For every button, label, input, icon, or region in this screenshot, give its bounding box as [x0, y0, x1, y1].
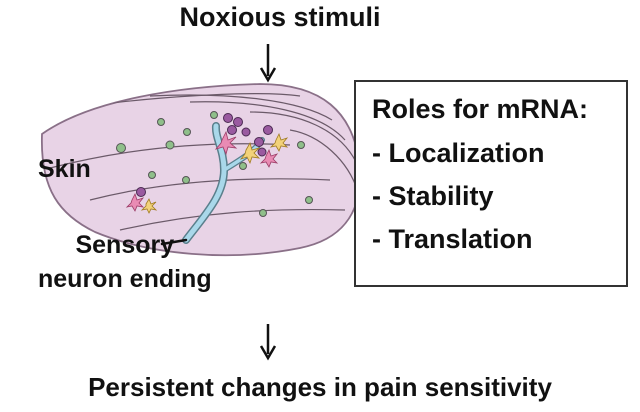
- role-item-stability: - Stability: [372, 181, 494, 211]
- sensory-label-line1: Sensory: [75, 231, 175, 259]
- sensory-label-line2: neuron ending: [38, 265, 212, 293]
- role-item-translation: - Translation: [372, 224, 533, 254]
- arrow-down-icon: [259, 44, 277, 83]
- sensory-neuron-label: Sensory neuron ending: [38, 228, 212, 296]
- cell-dots: [116, 111, 313, 217]
- bottom-caption: Persistent changes in pain sensitivity: [88, 372, 552, 402]
- title: Noxious stimuli: [179, 2, 381, 32]
- mrna-granules: [136, 113, 273, 197]
- stimulus-spark-icons: [125, 130, 289, 214]
- roles-box: Roles for mRNA: - Localization - Stabili…: [354, 80, 628, 287]
- arrow-down-icon: [259, 324, 277, 361]
- role-item-localization: - Localization: [372, 138, 545, 168]
- skin-label: Skin: [38, 155, 91, 183]
- roles-title: Roles for mRNA:: [372, 94, 589, 124]
